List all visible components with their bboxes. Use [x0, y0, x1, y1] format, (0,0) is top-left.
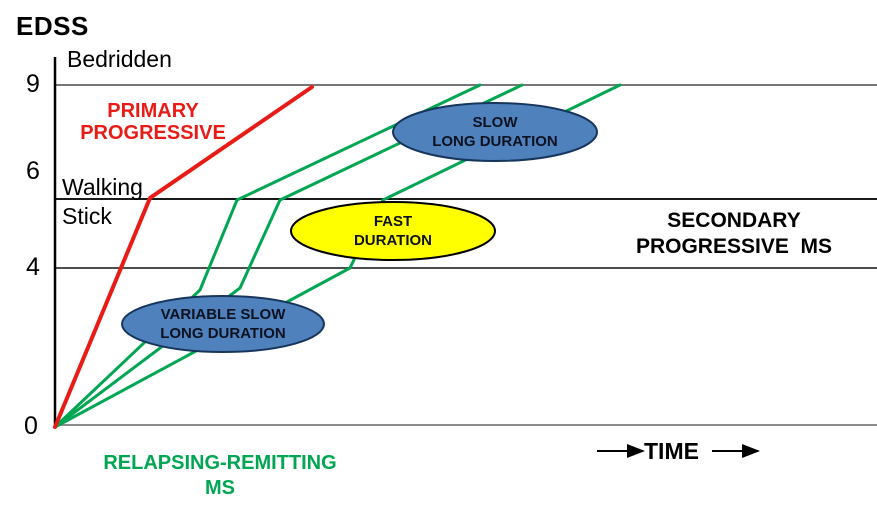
y-tick-9: 9 — [26, 70, 40, 98]
walking-stick-label-line1: Walking — [62, 174, 143, 200]
y-tick-6: 6 — [26, 157, 40, 185]
x-axis-title: TIME — [644, 438, 699, 464]
fast-duration-ellipse-label: FAST DURATION — [291, 202, 495, 260]
fast-duration-line2: DURATION — [353, 232, 433, 249]
y-tick-0: 0 — [24, 412, 38, 440]
y-tick-4: 4 — [26, 253, 40, 281]
fast-duration-line1: FAST — [373, 212, 413, 230]
slow-long-duration-line1: SLOW — [472, 113, 518, 131]
ellipse-fast-duration — [290, 201, 496, 261]
secondary-progressive-line2: PROGRESSIVE MS — [635, 234, 833, 258]
variable-slow-long-duration-line2: LONG DURATION — [160, 325, 286, 342]
variable-slow-long-duration-line1: VARIABLE SLOW — [160, 305, 286, 323]
primary-progressive-line1: PRIMARY — [107, 100, 199, 122]
relapsing-remitting-label: RELAPSING-REMITTING MS — [90, 451, 350, 501]
series-primary-progressive — [53, 85, 314, 429]
y-axis-title: EDSS — [16, 11, 89, 41]
relapsing-remitting-line1: RELAPSING-REMITTING — [103, 452, 337, 474]
bedridden-label: Bedridden — [67, 46, 172, 72]
secondary-progressive-label: SECONDARY PROGRESSIVE MS — [616, 208, 852, 259]
ellipse-variable-slow-long-duration — [121, 295, 325, 353]
series-relapsing-remitting-ms-fast-course — [53, 83, 482, 429]
relapsing-remitting-line2: MS — [205, 477, 235, 499]
variable-slow-long-duration-ellipse-label: VARIABLE SLOW LONG DURATION — [122, 296, 324, 352]
primary-progressive-label: PRIMARY PROGRESSIVE — [58, 100, 248, 145]
slow-long-duration-ellipse-label: SLOW LONG DURATION — [393, 103, 597, 161]
slow-long-duration-line2: LONG DURATION — [432, 133, 558, 150]
secondary-progressive-line1: SECONDARY — [667, 209, 801, 232]
primary-progressive-line2: PROGRESSIVE — [80, 122, 226, 145]
ellipse-slow-long-duration — [392, 102, 598, 162]
walking-stick-label-line2: Stick — [62, 203, 112, 229]
